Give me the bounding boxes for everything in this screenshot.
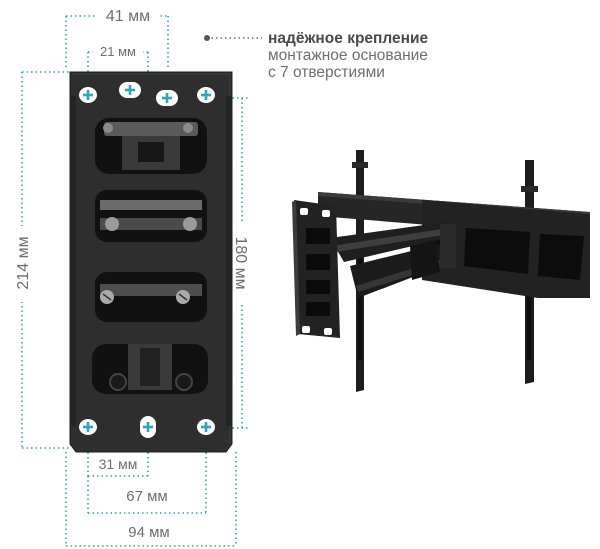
feature-title: надёжное крепление xyxy=(268,30,429,47)
bracket-photo xyxy=(292,150,590,392)
feature-line-2: с 7 отверстиями xyxy=(268,64,385,81)
mounting-plate xyxy=(69,71,233,453)
dim-bottom-spacing-small: 31 мм xyxy=(99,456,138,472)
plus-in-circle-icon xyxy=(140,416,156,438)
dim-bottom-spacing-medium: 67 мм xyxy=(126,488,167,505)
plus-in-circle-icon xyxy=(119,82,141,98)
dim-right-height: 180 мм xyxy=(232,236,249,289)
plus-in-circle-icon xyxy=(79,419,97,435)
wall-plate-perspective xyxy=(292,200,340,338)
feature-caption: надёжное крепление монтажное основание с… xyxy=(268,30,428,81)
horizontal-bar xyxy=(318,192,590,298)
plus-in-circle-icon xyxy=(79,87,97,103)
dot-pointer-icon xyxy=(204,35,210,41)
dim-bottom-width: 94 мм xyxy=(128,524,169,541)
plate-cutout xyxy=(95,272,207,322)
plus-in-circle-icon xyxy=(197,419,215,435)
plate-cutout xyxy=(92,344,208,394)
plus-in-circle-icon xyxy=(197,87,215,103)
plus-in-circle-icon xyxy=(156,90,178,106)
dimension-guides xyxy=(21,15,250,547)
dimension-labels: 41 мм 21 мм 214 мм 180 мм 31 мм 67 мм 94… xyxy=(13,6,251,541)
pointer-line xyxy=(204,35,262,41)
plate-cutout xyxy=(95,190,207,242)
articulating-arm xyxy=(330,222,456,298)
dim-left-height: 214 мм xyxy=(15,236,32,289)
plate-cutout xyxy=(95,118,207,174)
dim-top-hole-spacing: 21 мм xyxy=(100,44,136,59)
dim-top-width: 41 мм xyxy=(106,8,150,25)
feature-line-1: монтажное основание xyxy=(268,47,428,64)
